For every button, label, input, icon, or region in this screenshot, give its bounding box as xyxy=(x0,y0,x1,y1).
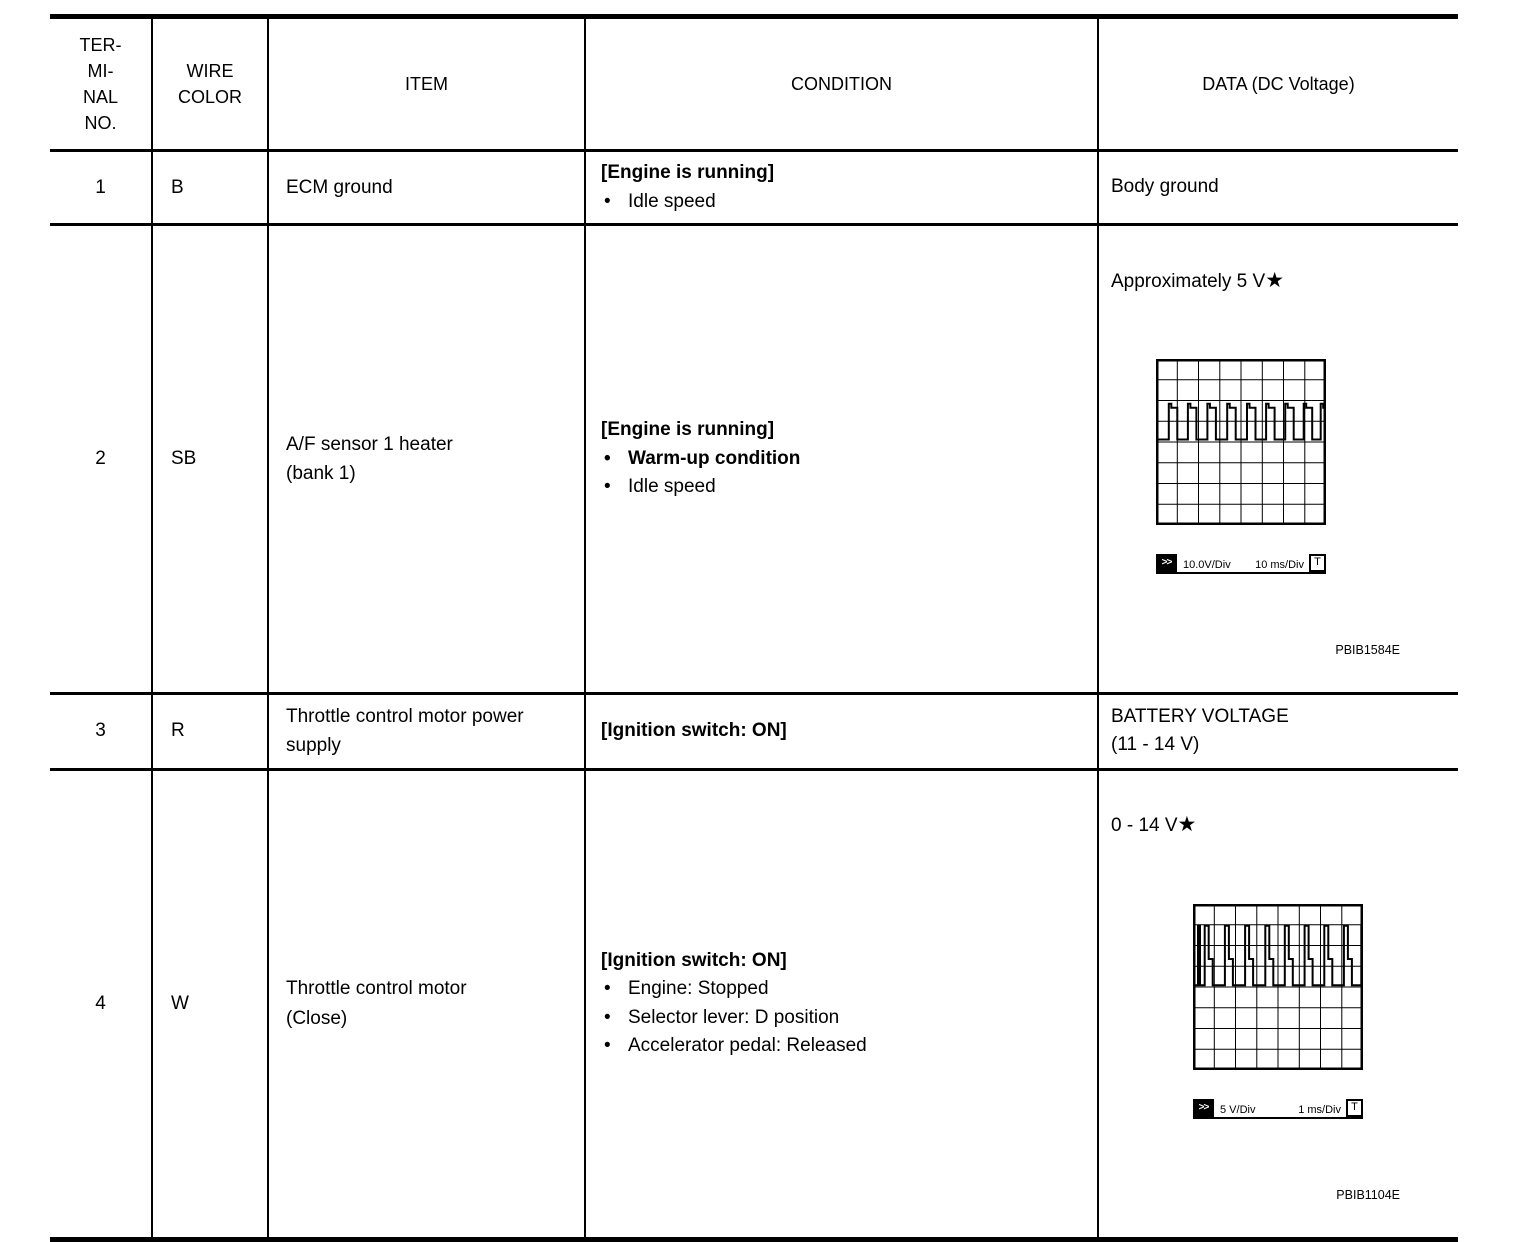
data-value-text: 0 - 14 V xyxy=(1111,815,1178,837)
condition-state: [Engine is running] xyxy=(601,162,775,183)
data-value-text: Approximately 5 V xyxy=(1111,270,1266,292)
condition-state: [Ignition switch: ON] xyxy=(601,949,787,971)
wire-color-cell: R xyxy=(152,693,269,770)
figure-code: PBIB1584E xyxy=(1335,642,1400,657)
condition-bullet: • Idle speed xyxy=(601,473,1089,502)
bullet-icon: • xyxy=(604,190,611,212)
condition-bullet-text: Accelerator pedal: Released xyxy=(628,1035,867,1057)
condition-bullet: • Engine: Stopped xyxy=(601,975,1089,1004)
item-cell: ECM ground xyxy=(268,150,586,225)
condition-bullet: • Warm-up condition xyxy=(601,445,1089,474)
table-row: 4 W Throttle control motor (Close) [Igni… xyxy=(50,769,1458,1240)
terminal-no-cell: 3 xyxy=(50,693,153,770)
header-wire-color: WIRE COLOR xyxy=(152,16,269,151)
condition-bullet-text: Idle speed xyxy=(628,476,716,498)
trigger-indicator: T xyxy=(1346,1098,1363,1117)
table-header-row: TER- MI- NAL NO. WIRE COLOR ITEM CONDITI… xyxy=(50,16,1458,151)
time-per-div-label: 10 ms/Div xyxy=(1255,558,1304,571)
header-data: DATA (DC Voltage) xyxy=(1202,73,1355,94)
condition-bullet-text: Selector lever: D position xyxy=(628,1006,840,1028)
trigger-indicator: T xyxy=(1309,553,1326,572)
item-cell: A/F sensor 1 heater (bank 1) xyxy=(268,224,586,694)
condition-bullet: • Idle speed xyxy=(601,188,1089,217)
condition-cell: [Engine is running] • Warm-up condition … xyxy=(585,224,1099,694)
star-icon: ★ xyxy=(1177,813,1197,837)
volts-per-div-label: 5 V/Div xyxy=(1220,1103,1256,1116)
terminal-no-cell: 4 xyxy=(50,769,153,1240)
bullet-icon: • xyxy=(604,476,611,498)
header-item: ITEM xyxy=(268,16,586,151)
condition-bullet: • Selector lever: D position xyxy=(601,1004,1089,1033)
data-cell: Body ground xyxy=(1111,176,1219,198)
bullet-icon: • xyxy=(604,447,611,469)
waveform-chart xyxy=(1193,904,1363,1071)
header-terminal-no: TER- MI- NAL NO. xyxy=(50,16,153,151)
bullet-icon: • xyxy=(604,1035,611,1057)
scope-marker-icon: >> xyxy=(1193,1098,1214,1117)
header-condition: CONDITION xyxy=(585,16,1099,151)
star-icon: ★ xyxy=(1265,268,1285,292)
terminal-no-cell: 2 xyxy=(50,224,153,694)
data-cell: 0 - 14 V★ >> 5 V/Div 1 ms/Div T PBIB1104… xyxy=(1098,769,1458,1239)
bullet-icon: • xyxy=(604,978,611,1000)
condition-state: [Engine is running] xyxy=(601,419,775,441)
table-row: 2 SB A/F sensor 1 heater (bank 1) [Engin… xyxy=(50,224,1458,694)
figure-code: PBIB1104E xyxy=(1336,1187,1400,1202)
scope-status-bar: >> 5 V/Div 1 ms/Div T xyxy=(1193,1098,1363,1119)
terminal-voltage-table: TER- MI- NAL NO. WIRE COLOR ITEM CONDITI… xyxy=(50,14,1458,1242)
data-value-label: Approximately 5 V★ xyxy=(1111,267,1450,295)
condition-bullet-text: Idle speed xyxy=(628,190,716,212)
table-row: 3 R Throttle control motor power supply … xyxy=(50,693,1458,770)
condition-cell: [Ignition switch: ON] • Engine: Stopped … xyxy=(585,769,1099,1240)
condition-cell: [Engine is running] • Idle speed xyxy=(585,150,1099,225)
wire-color-cell: SB xyxy=(152,224,269,694)
wire-color-cell: W xyxy=(152,769,269,1240)
condition-state: [Ignition switch: ON] xyxy=(601,720,787,742)
volts-per-div-label: 10.0V/Div xyxy=(1183,558,1231,571)
data-value-label: 0 - 14 V★ xyxy=(1111,811,1450,839)
time-per-div-label: 1 ms/Div xyxy=(1298,1103,1341,1116)
waveform-chart xyxy=(1156,359,1326,526)
data-cell: BATTERY VOLTAGE (11 - 14 V) xyxy=(1111,705,1289,756)
bullet-icon: • xyxy=(604,1006,611,1028)
scope-status-bar: >> 10.0V/Div 10 ms/Div T xyxy=(1156,553,1326,574)
item-cell: Throttle control motor power supply xyxy=(268,693,586,770)
condition-bullet-text: Warm-up condition xyxy=(628,447,801,469)
oscilloscope-display: >> 10.0V/Div 10 ms/Div T xyxy=(1156,331,1326,603)
table-row: 1 B ECM ground [Engine is running] • Idl… xyxy=(50,150,1458,225)
terminal-no-cell: 1 xyxy=(50,150,153,225)
condition-bullet: • Accelerator pedal: Released xyxy=(601,1032,1089,1061)
oscilloscope-display: >> 5 V/Div 1 ms/Div T xyxy=(1193,876,1363,1148)
item-cell: Throttle control motor (Close) xyxy=(268,769,586,1240)
data-cell: Approximately 5 V★ >> 10.0V/Div 10 ms/Di… xyxy=(1098,225,1458,694)
wire-color-cell: B xyxy=(152,150,269,225)
scope-marker-icon: >> xyxy=(1156,553,1177,572)
condition-bullet-text: Engine: Stopped xyxy=(628,978,769,1000)
condition-cell: [Ignition switch: ON] xyxy=(585,693,1099,770)
